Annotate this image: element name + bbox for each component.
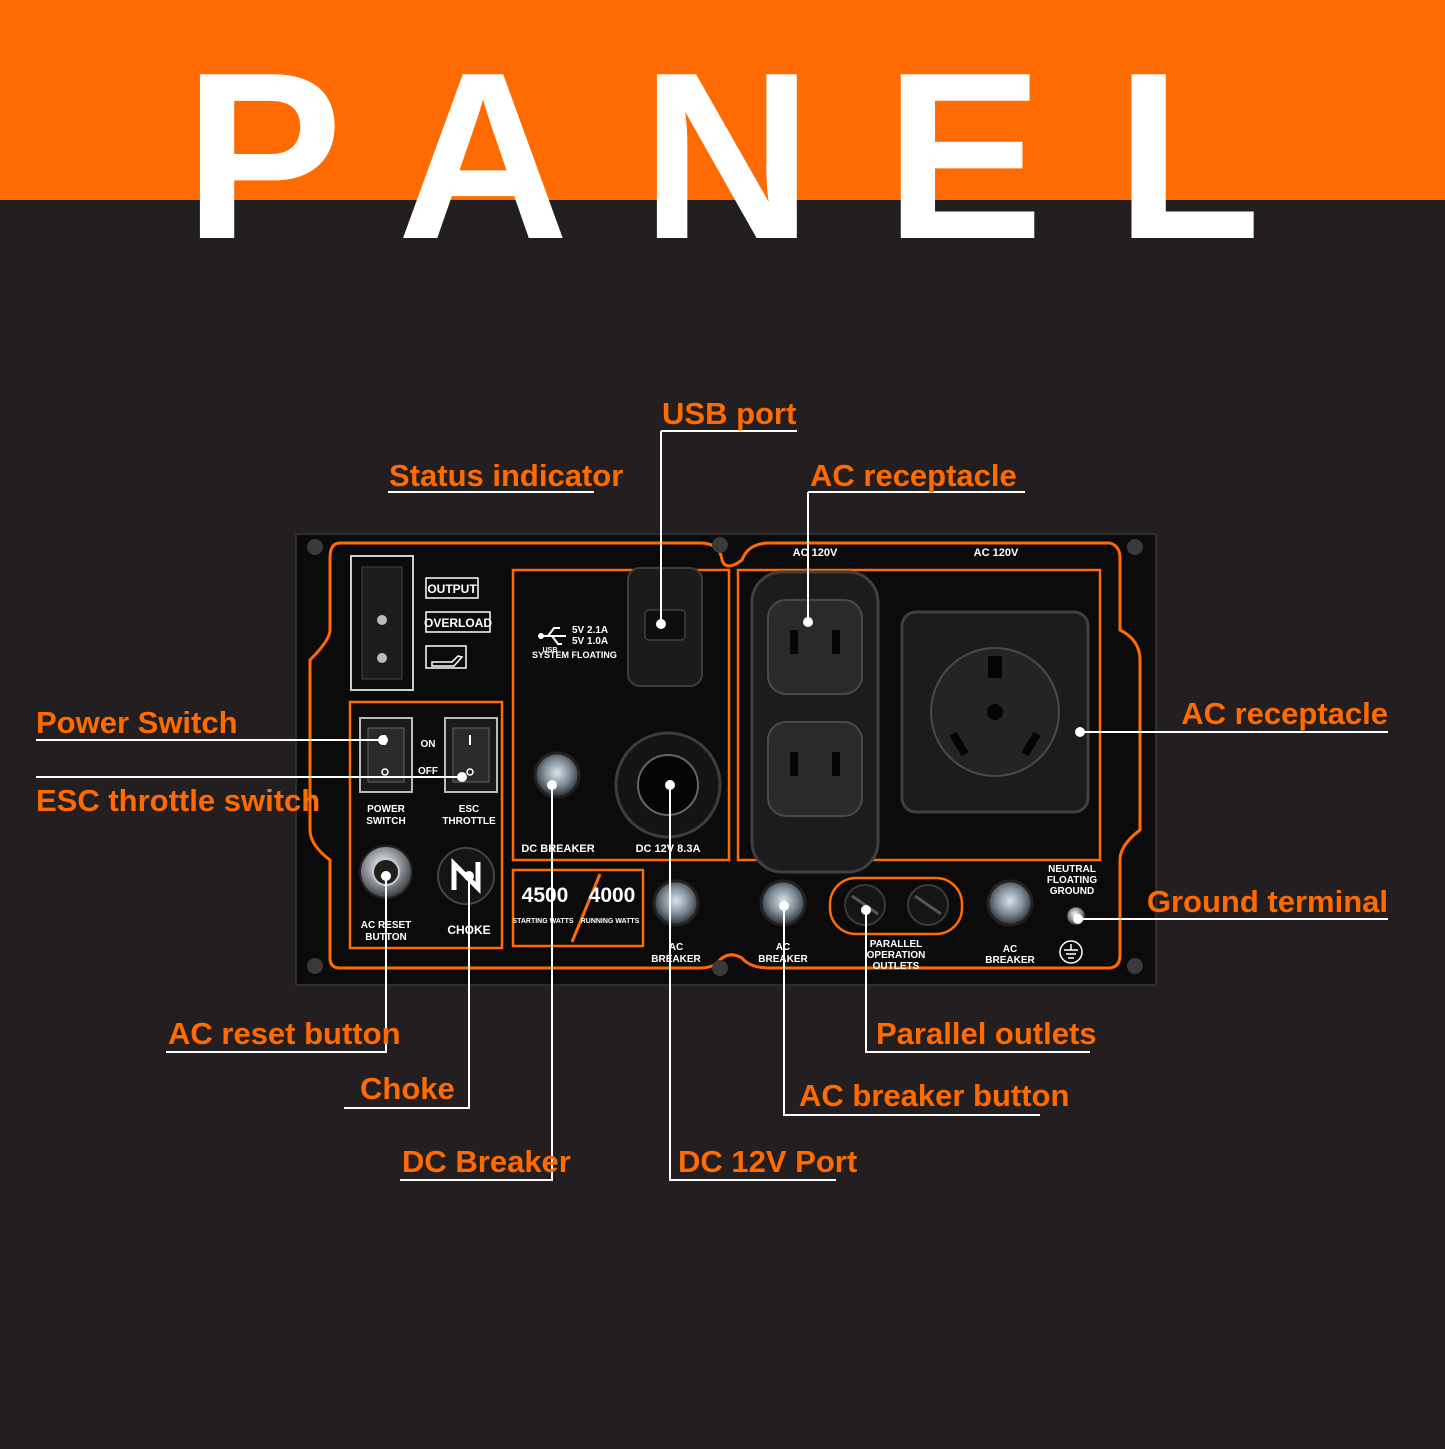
ac-outlet-lower[interactable] xyxy=(767,721,863,817)
callout-ac-receptacle-right: AC receptacle xyxy=(1181,696,1388,731)
starting-watts-value: 4500 xyxy=(522,884,569,907)
dc-breaker-label: DC BREAKER xyxy=(521,843,594,855)
power-switch-label-2: SWITCH xyxy=(366,816,405,827)
usb-rating-2: 5V 1.0A xyxy=(572,636,608,647)
ac-breaker-3-label-2: BREAKER xyxy=(985,955,1035,966)
parallel-label-3: OUTLETS xyxy=(873,961,920,972)
outlet-slot-icon xyxy=(790,752,798,776)
usb-symbol-icon xyxy=(540,627,566,645)
off-label: OFF xyxy=(418,766,438,777)
output-indicator-frame xyxy=(425,577,479,599)
usb-symbol-dot xyxy=(538,633,544,639)
title-banner xyxy=(0,0,1445,200)
esc-label-2: THROTTLE xyxy=(442,816,496,827)
running-watts-label: RUNNING WATTS xyxy=(581,918,640,925)
neutral-label-1: NEUTRAL xyxy=(1048,864,1096,875)
ac-outlet-upper[interactable] xyxy=(767,599,863,695)
switch-off-mark-icon xyxy=(466,768,474,776)
dc-12v-label: DC 12V 8.3A xyxy=(636,843,701,855)
usb-tag: USB xyxy=(543,647,558,654)
parallel-label-1: PARALLEL xyxy=(870,939,923,950)
screw-icon xyxy=(1127,539,1143,555)
callout-dc-12v-port: DC 12V Port xyxy=(678,1144,857,1179)
switches-group-frame xyxy=(348,700,504,950)
system-floating-label: SYSTEM FLOATING xyxy=(532,650,617,660)
oil-can-icon xyxy=(431,655,464,667)
esc-label-1: ESC xyxy=(459,804,480,815)
indicator-light-icon xyxy=(377,615,387,625)
leader-lines xyxy=(36,430,1388,1181)
dc-breaker-button[interactable] xyxy=(533,751,581,799)
ac-breaker-1-label-2: BREAKER xyxy=(651,954,701,965)
outlet-slot-icon xyxy=(949,731,969,757)
callout-power-switch: Power Switch xyxy=(36,705,238,740)
dc-section-frame xyxy=(511,568,731,862)
callout-esc-throttle-switch: ESC throttle switch xyxy=(36,783,320,818)
output-label: OUTPUT xyxy=(427,582,477,596)
wattage-divider xyxy=(570,873,602,943)
panel-orange-border xyxy=(308,541,1142,970)
outlet-slot-icon xyxy=(988,656,1002,678)
overload-indicator-frame xyxy=(425,611,491,633)
screw-icon xyxy=(712,960,728,976)
indicator-light-icon xyxy=(377,653,387,663)
overload-label: OVERLOAD xyxy=(424,616,492,630)
outlet-slot-icon xyxy=(987,704,1003,720)
ac-120v-right-label: AC 120V xyxy=(974,547,1019,559)
neutral-label-3: GROUND xyxy=(1050,886,1094,897)
callout-ground-terminal: Ground terminal xyxy=(1147,884,1388,919)
outlet-slot-icon xyxy=(832,630,840,654)
switch-off-mark-icon xyxy=(381,768,389,776)
neutral-label-2: FLOATING xyxy=(1047,875,1098,886)
outlet-slot-icon xyxy=(790,630,798,654)
parallel-outlets-frame xyxy=(828,876,964,936)
ac-breaker-1-label-1: AC xyxy=(669,942,683,953)
status-indicator-frame xyxy=(350,555,414,691)
usb-rating-1: 5V 2.1A xyxy=(572,625,608,636)
callout-parallel-outlets: Parallel outlets xyxy=(876,1016,1097,1051)
parallel-cap-icon xyxy=(851,894,879,916)
ac-breaker-button-1[interactable] xyxy=(652,879,700,927)
parallel-label-2: OPERATION xyxy=(867,950,926,961)
callout-choke: Choke xyxy=(360,1071,455,1106)
screw-icon xyxy=(1127,958,1143,974)
on-label: ON xyxy=(421,739,436,750)
running-watts-value: 4000 xyxy=(589,884,636,907)
ac-breaker-3-label-1: AC xyxy=(1003,944,1017,955)
screw-icon xyxy=(307,958,323,974)
callout-ac-breaker-button: AC breaker button xyxy=(799,1078,1069,1113)
callout-ac-receptacle-top: AC receptacle xyxy=(810,458,1017,493)
ac-section-frame xyxy=(736,568,1102,862)
power-switch-label-1: POWER xyxy=(367,804,406,815)
starting-watts-label: STARTING WATTS xyxy=(512,918,574,925)
oil-indicator-frame xyxy=(425,645,467,669)
callout-dc-breaker: DC Breaker xyxy=(402,1144,571,1179)
page-title: PANEL xyxy=(184,24,1333,289)
screw-icon xyxy=(307,539,323,555)
callout-usb-port: USB port xyxy=(662,396,796,431)
ground-symbol-icon xyxy=(1059,940,1083,964)
outlet-slot-icon xyxy=(832,752,840,776)
ac-breaker-button-3[interactable] xyxy=(986,879,1034,927)
outlet-slot-icon xyxy=(1021,731,1041,757)
screw-icon xyxy=(712,537,728,553)
wattage-box xyxy=(511,868,645,948)
ac-120v-left-label: AC 120V xyxy=(793,547,838,559)
callout-status-indicator: Status indicator xyxy=(389,458,623,493)
callout-ac-reset-button: AC reset button xyxy=(168,1016,401,1051)
leader-dots xyxy=(378,617,1085,924)
ground-symbol-lines xyxy=(1064,944,1078,959)
parallel-cap-icon xyxy=(914,894,942,916)
